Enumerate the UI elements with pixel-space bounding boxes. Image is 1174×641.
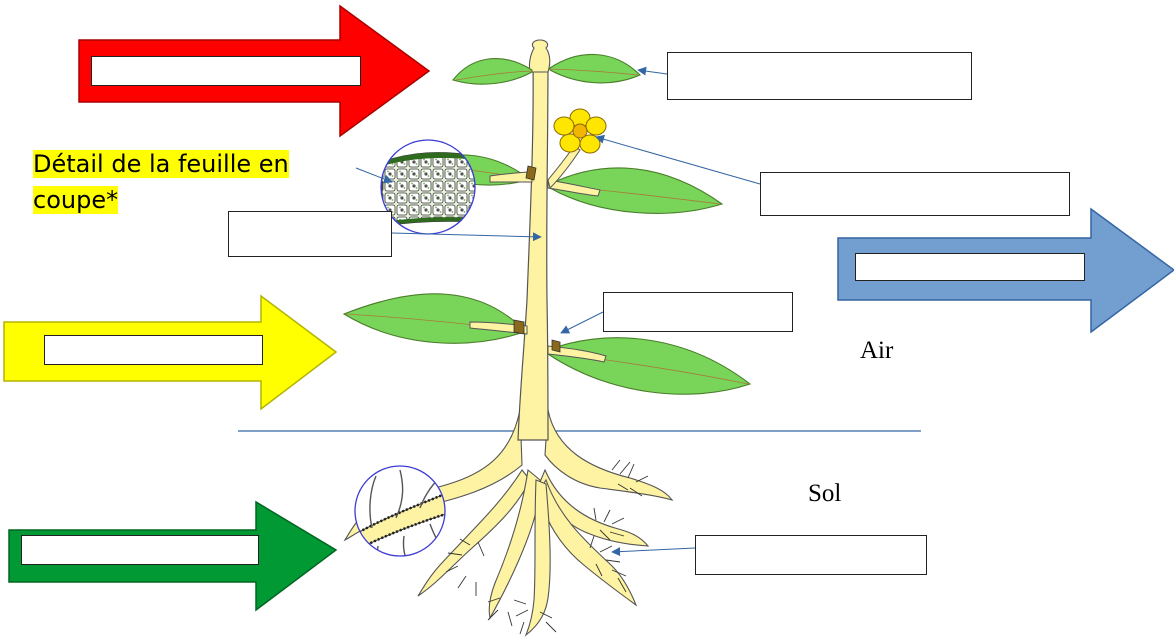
answer-box-blue-arrow[interactable] <box>855 253 1085 281</box>
answer-box-root-hairs[interactable] <box>695 535 927 575</box>
leaf-section-detail <box>380 139 476 235</box>
answer-box-flower[interactable] <box>760 172 1070 216</box>
answer-box-bud[interactable] <box>603 292 793 332</box>
pointer-lines <box>355 66 761 557</box>
caption-line-2: coupe* <box>33 186 119 214</box>
apical-bud <box>528 39 551 73</box>
stem <box>517 59 549 441</box>
answer-box-stem[interactable] <box>228 211 392 257</box>
flower-branch <box>547 145 581 189</box>
label-soil: Sol <box>808 480 842 507</box>
root-hairs <box>445 459 649 635</box>
answer-box-yellow-arrow[interactable] <box>44 335 263 365</box>
answer-box-red-arrow[interactable] <box>91 56 361 86</box>
answer-box-top-leaf[interactable] <box>667 52 972 100</box>
label-air: Air <box>860 337 894 364</box>
flower <box>553 108 607 154</box>
root-section-detail <box>354 465 446 557</box>
caption-line-1: Détail de la feuille en <box>33 150 289 178</box>
axillary-buds <box>513 165 561 353</box>
petioles <box>469 171 607 363</box>
answer-box-green-arrow[interactable] <box>21 535 259 565</box>
leaf-section-caption: Détail de la feuille en coupe* <box>33 146 289 218</box>
